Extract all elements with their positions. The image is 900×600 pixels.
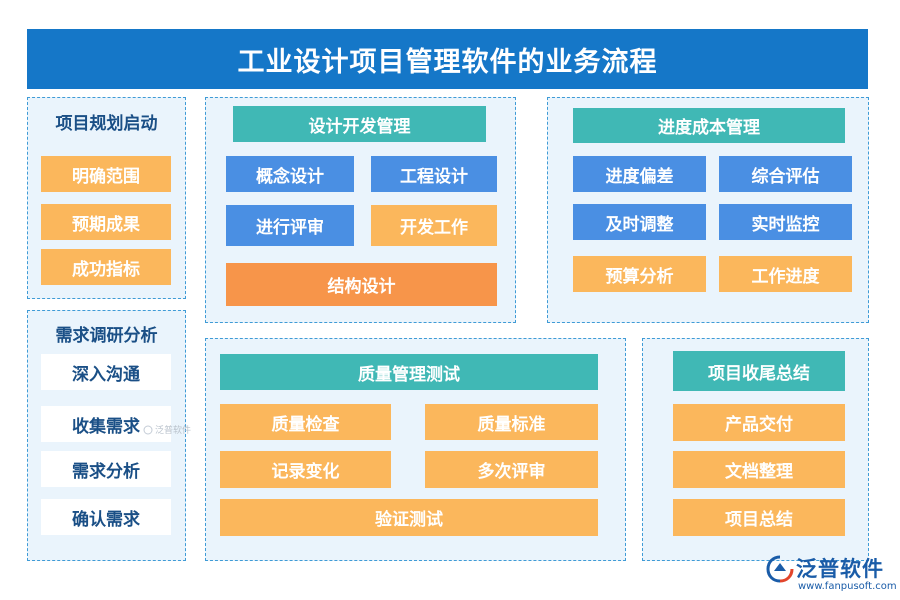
- panel-schedule-cost: 进度成本管理 进度偏差 综合评估 及时调整 实时监控 预算分析 工作进度: [547, 97, 869, 323]
- page-title: 工业设计项目管理软件的业务流程: [27, 29, 868, 89]
- panel-project-closing: 项目收尾总结 产品交付 文档整理 项目总结: [642, 338, 869, 561]
- panel-requirements-research: 需求调研分析 深入沟通 收集需求 需求分析 确认需求: [27, 310, 186, 561]
- panel-title-closing: 项目收尾总结: [673, 351, 845, 391]
- item-structural-design: 结构设计: [226, 263, 497, 306]
- item-in-depth-communication: 深入沟通: [41, 354, 171, 390]
- small-watermark: 泛普软件: [143, 423, 191, 436]
- item-schedule-variance: 进度偏差: [573, 156, 706, 192]
- panel-quality-testing: 质量管理测试 质量检查 质量标准 记录变化 多次评审 验证测试: [205, 338, 626, 561]
- brand-logo-icon: [766, 555, 794, 583]
- brand-logo-url: www.fanpusoft.com: [798, 581, 897, 592]
- item-document-organization: 文档整理: [673, 451, 845, 488]
- item-confirm-requirements: 确认需求: [41, 499, 171, 535]
- item-success-metrics: 成功指标: [41, 249, 171, 285]
- panel-title-design: 设计开发管理: [233, 106, 486, 142]
- panel-title-research: 需求调研分析: [55, 326, 158, 346]
- watermark-logo-icon: [143, 425, 153, 434]
- item-verification-testing: 验证测试: [220, 499, 598, 536]
- item-budget-analysis: 预算分析: [573, 256, 706, 292]
- item-quality-inspection: 质量检查: [220, 404, 391, 440]
- brand-logo: 泛普软件 www.fanpusoft.com: [766, 551, 897, 597]
- item-collect-requirements: 收集需求: [41, 406, 171, 442]
- item-quality-standards: 质量标准: [425, 404, 598, 440]
- item-comprehensive-evaluation: 综合评估: [719, 156, 852, 192]
- panel-title-planning: 项目规划启动: [55, 114, 158, 134]
- panel-design-development: 设计开发管理 概念设计 工程设计 进行评审 开发工作 结构设计: [205, 97, 516, 323]
- item-realtime-monitoring: 实时监控: [719, 204, 852, 240]
- item-project-summary: 项目总结: [673, 499, 845, 536]
- item-engineering-design: 工程设计: [371, 156, 497, 192]
- item-development-work: 开发工作: [371, 205, 497, 246]
- item-record-changes: 记录变化: [220, 451, 391, 488]
- item-concept-design: 概念设计: [226, 156, 354, 192]
- item-define-scope: 明确范围: [41, 156, 171, 192]
- panel-title-quality: 质量管理测试: [220, 354, 598, 390]
- item-review: 进行评审: [226, 205, 354, 246]
- item-requirements-analysis: 需求分析: [41, 451, 171, 487]
- item-expected-results: 预期成果: [41, 204, 171, 240]
- item-timely-adjustment: 及时调整: [573, 204, 706, 240]
- small-watermark-text: 泛普软件: [155, 426, 192, 436]
- item-multiple-reviews: 多次评审: [425, 451, 598, 488]
- item-work-progress: 工作进度: [719, 256, 852, 292]
- brand-logo-text: 泛普软件: [796, 557, 884, 581]
- item-product-delivery: 产品交付: [673, 404, 845, 441]
- panel-project-planning: 项目规划启动 明确范围 预期成果 成功指标: [27, 97, 186, 299]
- panel-title-cost: 进度成本管理: [573, 108, 845, 143]
